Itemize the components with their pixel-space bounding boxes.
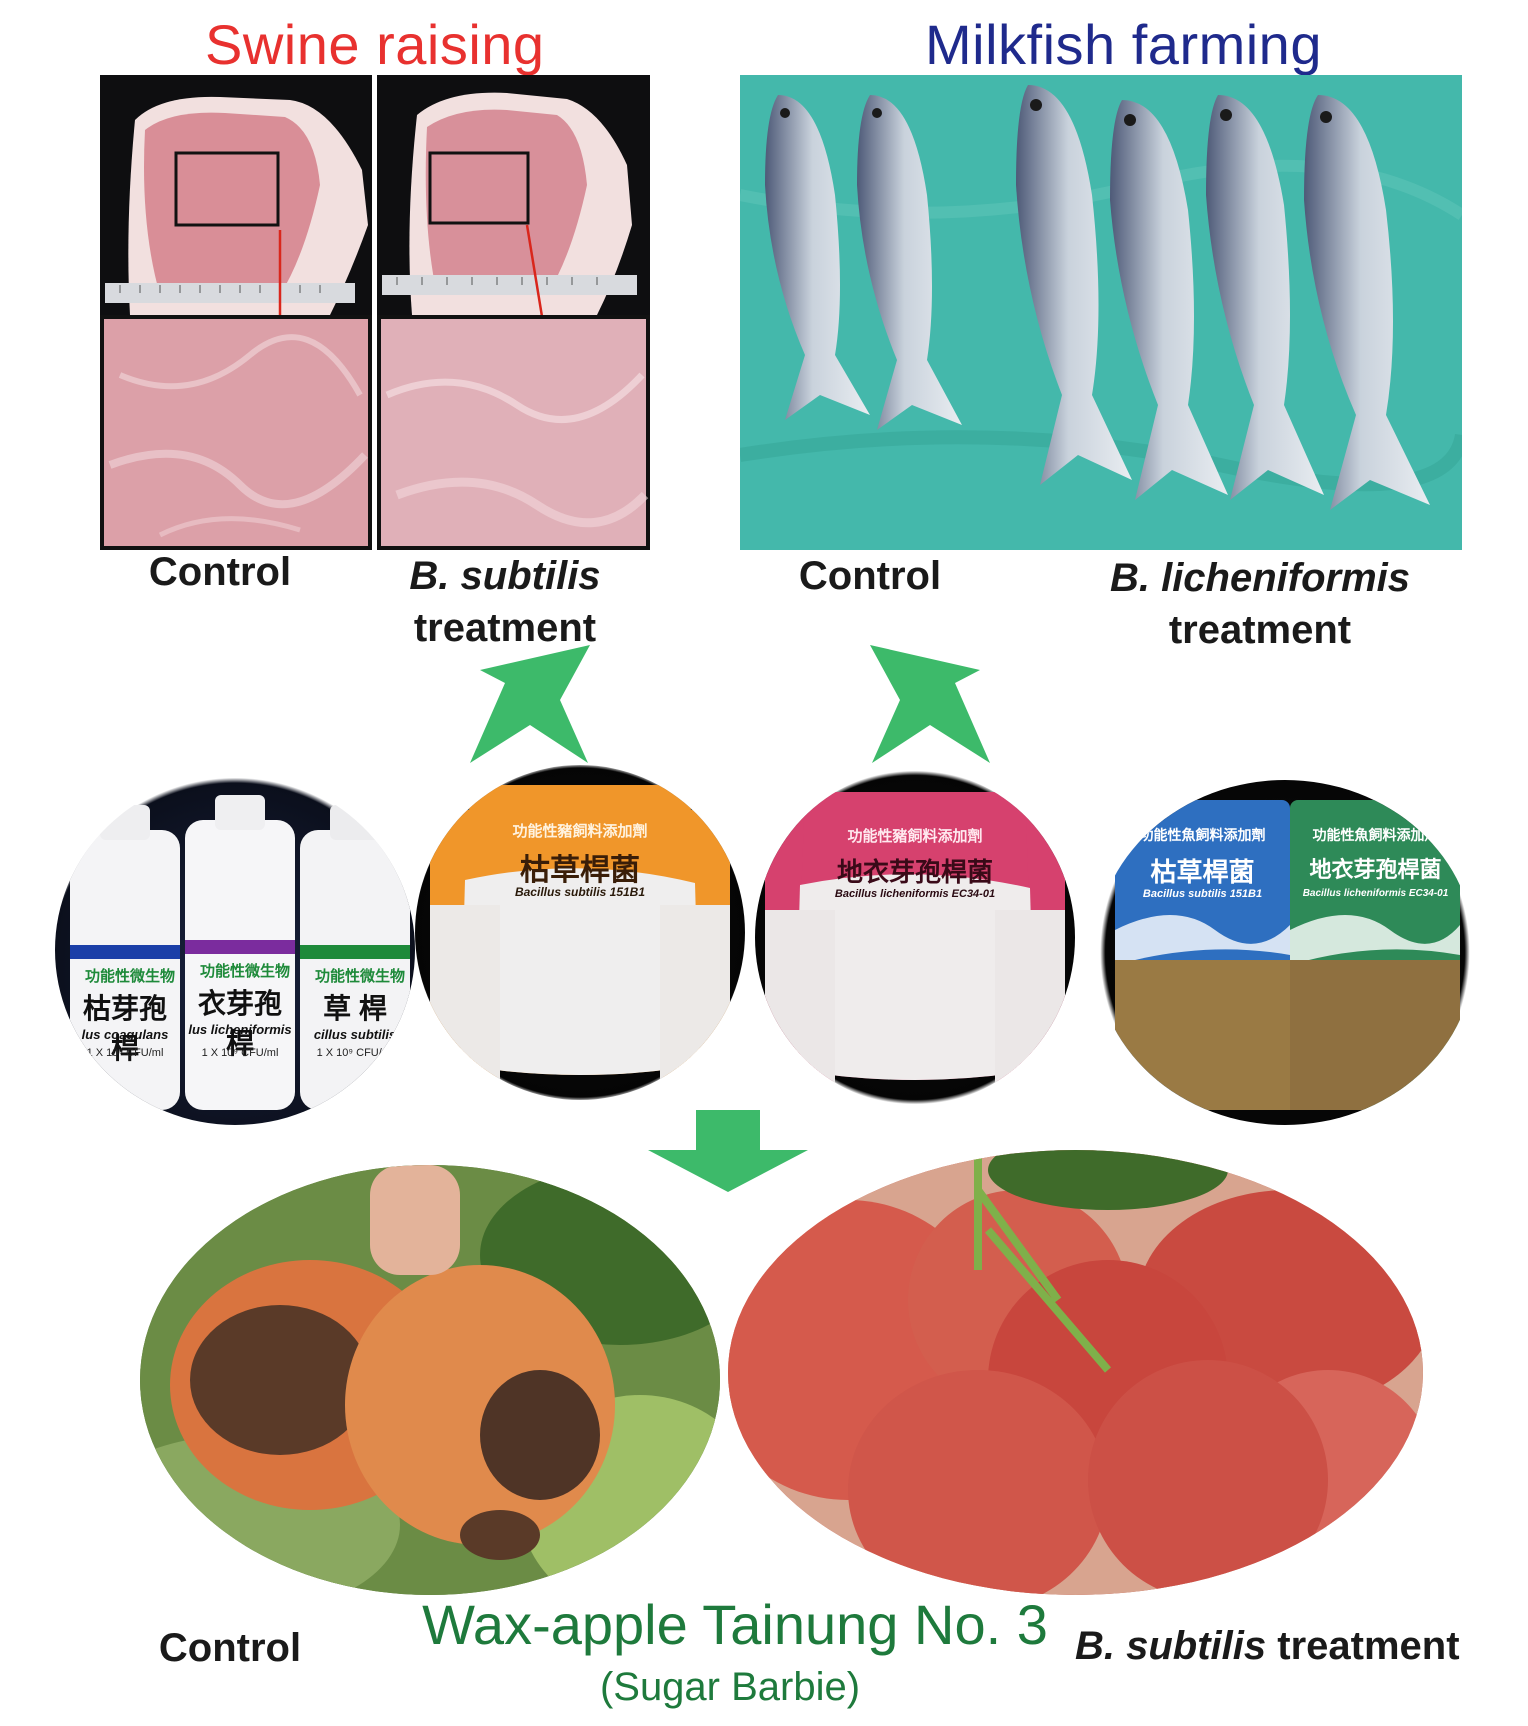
waxapple-caption-treatment: B. subtilis treatment [1075,1620,1495,1672]
swine-bag2-header: 功能性豬飼料添加劑 [847,828,983,845]
waxapple-caption-control: Control [158,1626,302,1670]
bottle-1-latin: lus coagulans [81,1027,169,1042]
arrow-up-right [870,645,990,763]
swine-bag2-name: 地衣芽孢桿菌 [836,857,993,887]
bottle-3-brand: 功能性微生物 [314,968,405,985]
bottle-3-name: 草 桿 [323,993,387,1024]
bottle-2-name: 衣芽孢桿 [197,988,282,1059]
milkfish-caption-species: B. licheniformis [1109,556,1411,600]
milkfish-photo [740,75,1462,550]
swine-treatment-photo [377,75,650,550]
bottle-1-dose: 1 X 10⁹ CFU/ml [86,1047,164,1059]
swine-title: Swine raising [205,13,545,76]
swine-caption-treatment: B. subtilis treatment [370,550,640,654]
swine-caption-species: B. subtilis [409,554,601,598]
milkfish-caption-word: treatment [1168,608,1352,652]
fish-bag-1-latin: Bacillus subtilis 151B1 [1142,888,1263,900]
swine-caption-control: Control [148,550,292,594]
waxapple-subtitle: (Sugar Barbie) [599,1665,861,1709]
waxapple-caption-word: treatment [1277,1624,1460,1668]
swine-bag-name: 枯草桿菌 [520,854,640,887]
product-swine-bag-pink: 功能性豬飼料添加劑 地衣芽孢桿菌 Bacillus licheniformis … [755,770,1075,1105]
milkfish-caption-control: Control [798,554,942,598]
fish-bag-2-latin: Bacillus licheniformis EC34-01 [1302,888,1449,899]
arrow-up-left [470,645,590,763]
bottle-3-latin: cillus subtilis [313,1027,397,1042]
waxapple-caption-species: B. subtilis [1075,1624,1267,1668]
swine-bag-header: 功能性豬飼料添加劑 [512,823,648,840]
fish-bag-2-header: 功能性魚飼料添加劑 [1312,827,1439,843]
milkfish-title: Milkfish farming [925,13,1322,76]
swine-caption-word: treatment [413,606,597,650]
bottle-3-dose: 1 X 10⁹ CFU/ml [316,1047,394,1059]
waxapple-treatment-photo [728,1150,1423,1595]
product-fish-bags: 功能性魚飼料添加劑 枯草桿菌 Bacillus subtilis 151B1 功… [1095,780,1475,1125]
swine-bag-latin: Bacillus subtilis 151B1 [514,885,646,899]
milkfish-caption-treatment: B. licheniformis treatment [1080,552,1440,656]
swine-bag2-latin: Bacillus licheniformis EC34-01 [834,888,996,900]
bottle-2-brand: 功能性微生物 [199,963,290,980]
bottle-1-name: 枯芽孢桿 [82,993,167,1064]
fish-bag-2-name: 地衣芽孢桿菌 [1309,857,1442,882]
product-swine-bag-orange: 功能性豬飼料添加劑 枯草桿菌 Bacillus subtilis 151B1 [415,765,745,1100]
waxapple-control-photo [140,1165,720,1595]
product-bottles: 功能性微生物 枯芽孢桿 lus coagulans 1 X 10⁹ CFU/ml… [55,775,415,1125]
fish-bag-1-header: 功能性魚飼料添加劑 [1139,827,1266,843]
bottle-1-brand: 功能性微生物 [84,968,175,985]
fish-bag-1-name: 枯草桿菌 [1150,857,1255,887]
bottle-2-latin: lus licheniformis [188,1022,292,1037]
waxapple-title: Wax-apple Tainung No. 3 [422,1593,1048,1656]
swine-control-photo [100,75,372,550]
bottle-2-dose: 1 X 10⁹ CFU/ml [201,1047,279,1059]
